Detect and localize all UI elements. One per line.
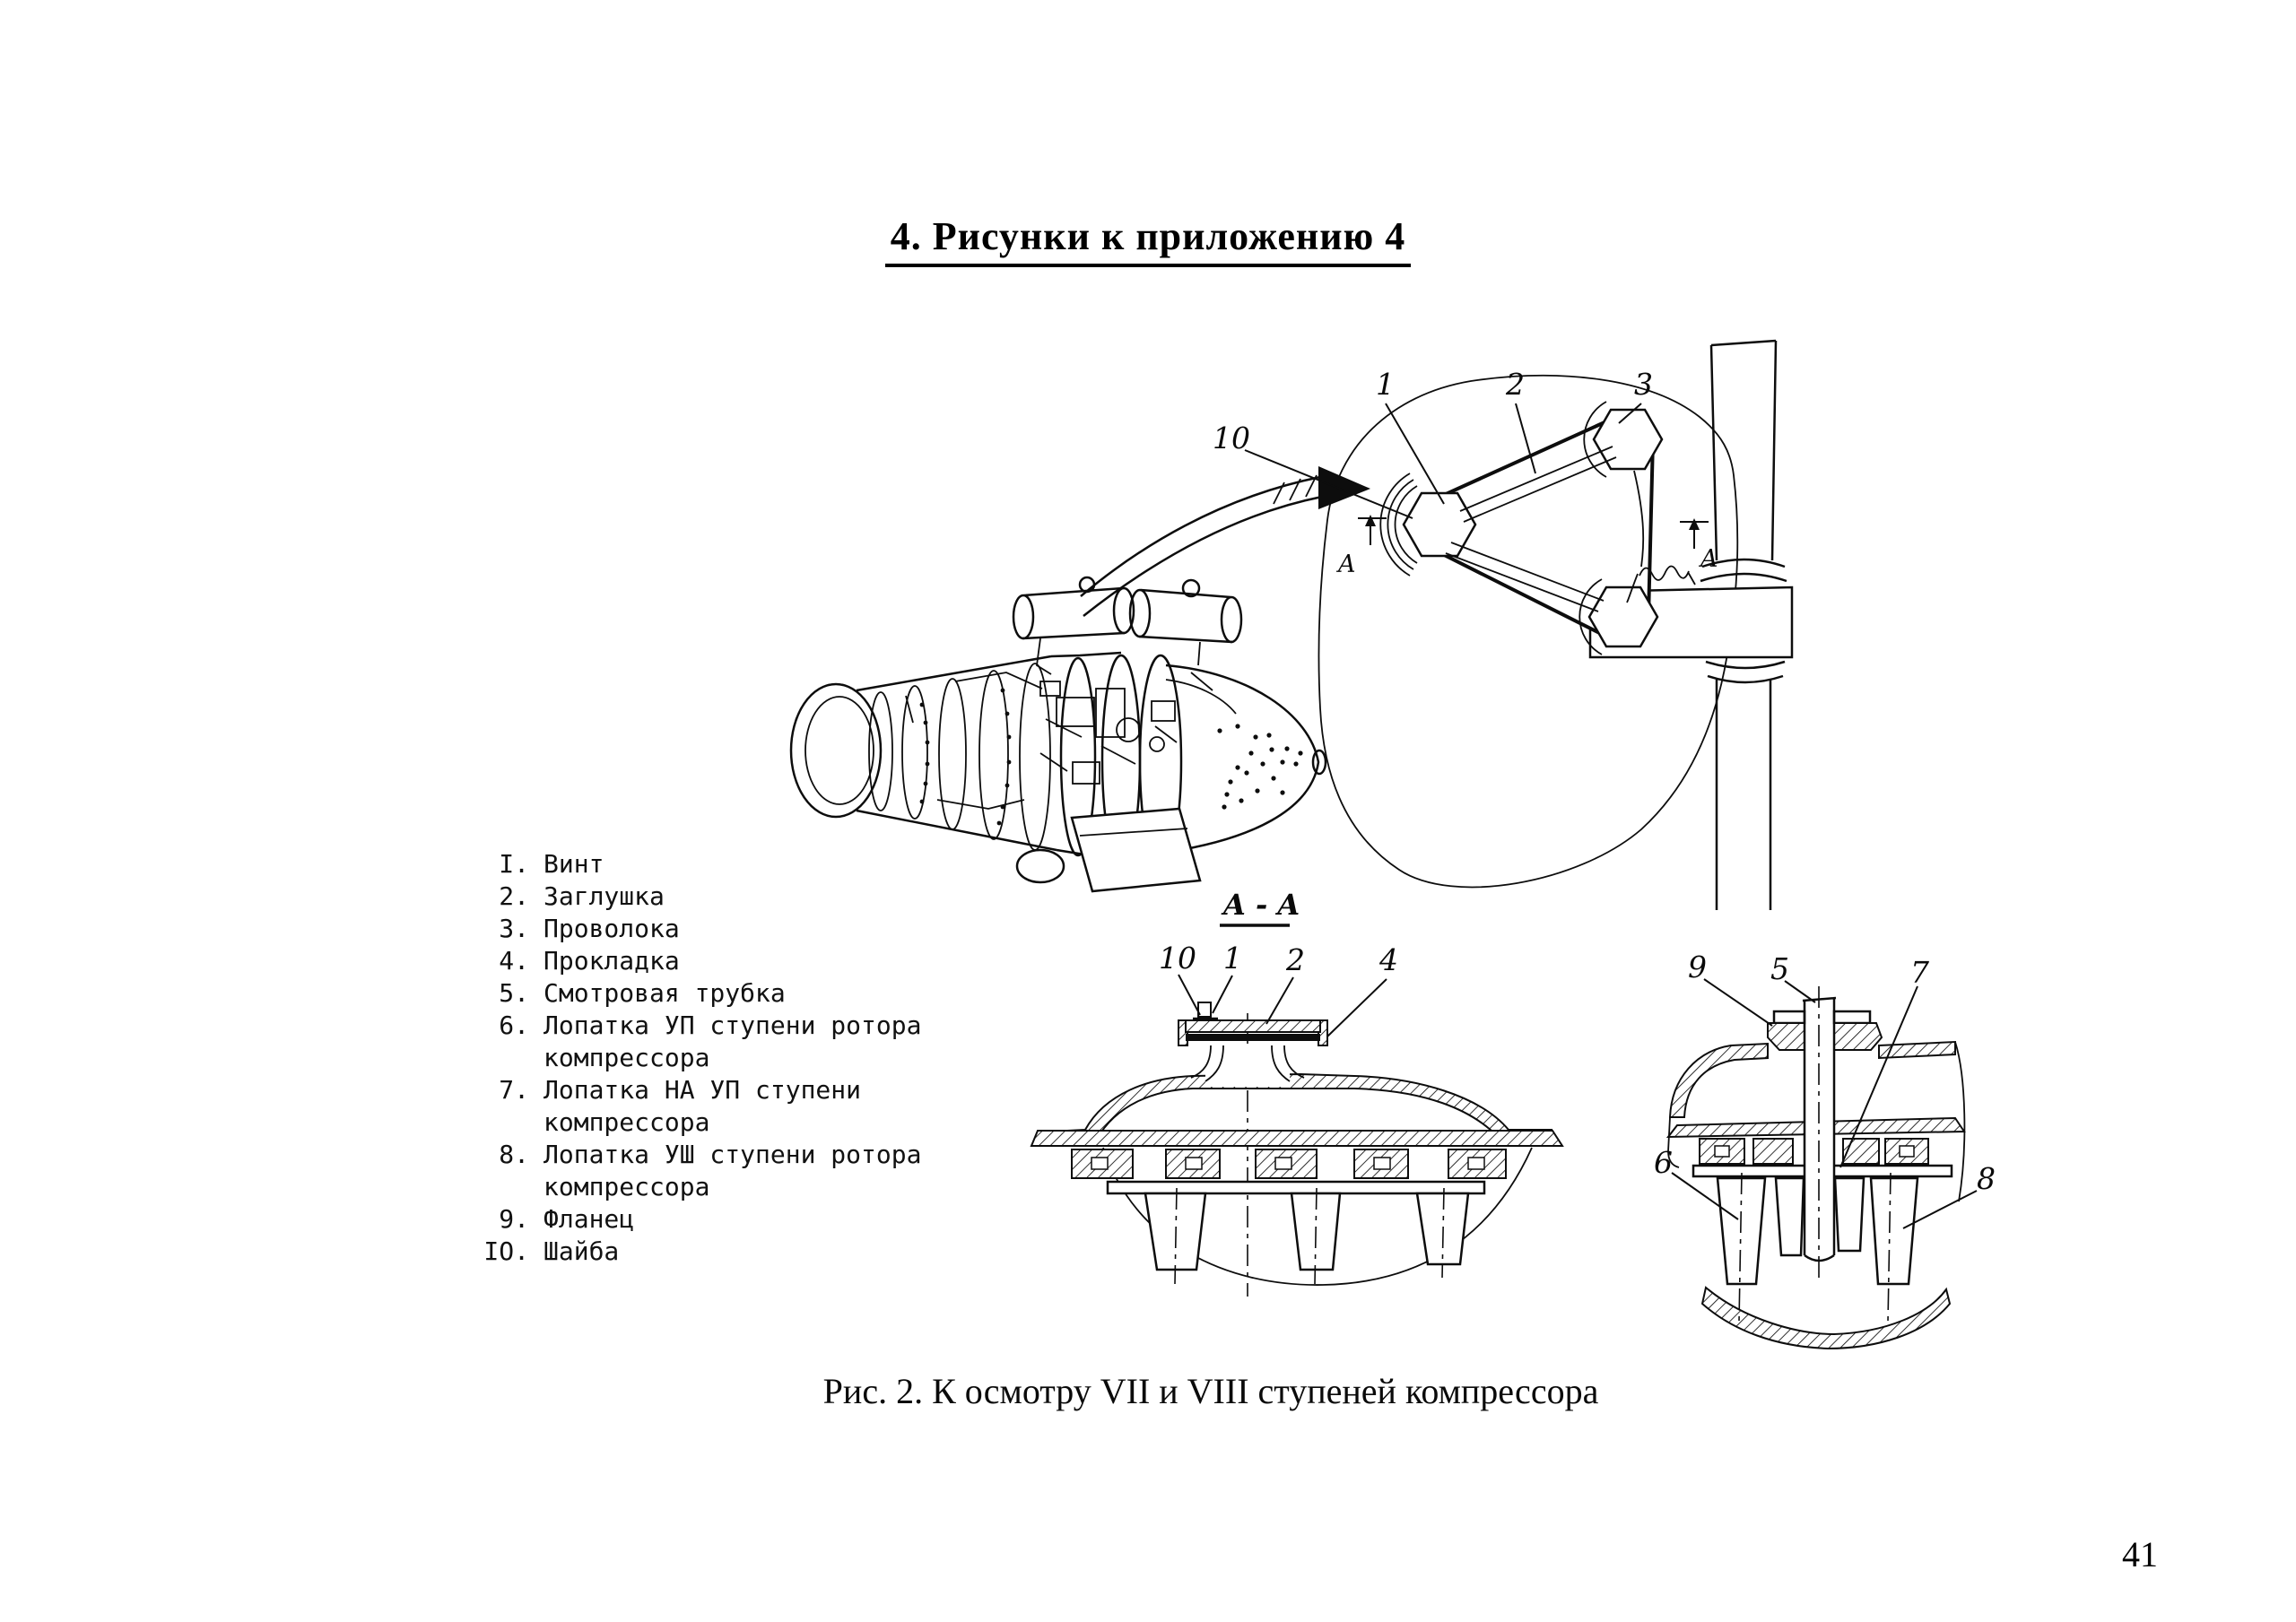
rotor-blades [1716, 1172, 1919, 1323]
callout-label: 2 [1505, 367, 1525, 402]
stages-section-svg: 9 5 7 6 8 [1654, 950, 1996, 1350]
legend-item-number: I. [499, 849, 529, 879]
engine-intake [789, 682, 883, 819]
wire-lock-detail-drawing: A A 1 2 3 10 [933, 332, 1883, 915]
callout-label: 1 [1376, 367, 1395, 402]
list-item: 7. Лопатка НА УП ступени компрессора [470, 1074, 935, 1139]
legend-item-number: 6. [499, 1010, 529, 1040]
legend-item-label: Смотровая трубка [544, 978, 786, 1008]
callout-label: 7 [1910, 955, 1929, 990]
legend-item-label: Шайба [544, 1236, 620, 1266]
legend-item-label: Лопатка УП ступени ротора компрессора [544, 1010, 922, 1072]
figure-caption: Рис. 2. К осмотру VII и VIII ступеней ко… [822, 1371, 1599, 1411]
legend-item-number: 3. [499, 914, 529, 943]
list-item: 5. Смотровая трубка [470, 977, 935, 1010]
bolt-left [1402, 491, 1477, 558]
legend-item-label: Винт [544, 849, 604, 879]
engine-drawing-svg [789, 576, 1327, 893]
parts-legend: I. Винт 2. Заглушка 3. Проволока 4. Прок… [470, 848, 935, 1268]
legend-item-number: 5. [499, 978, 529, 1008]
rivet-dots [919, 688, 1012, 826]
legend-item-label: Лопатка НА УП ступени компрессора [544, 1075, 862, 1137]
stages-section-drawing: 9 5 7 6 8 [1650, 932, 2072, 1354]
stator-row [1071, 1149, 1507, 1179]
callout-label: 10 [1159, 941, 1196, 976]
inspection-tube [1767, 986, 1883, 1280]
callout-label: 2 [1285, 942, 1305, 977]
callout-leaders [1671, 978, 1978, 1229]
legend-item-number: 7. [499, 1075, 529, 1105]
bolt-bottom [1587, 585, 1659, 648]
washer-arcs [1379, 401, 1607, 655]
legend-item-number: 2. [499, 881, 529, 911]
callout-label: 9 [1688, 950, 1707, 984]
drain-pipe [1700, 339, 1787, 583]
legend-item-number: 9. [499, 1204, 529, 1234]
callout-label: 4 [1378, 942, 1398, 977]
legend-item-number: IO. [483, 1236, 529, 1266]
page-header: 4. Рисунки к приложению 4 [0, 213, 2296, 267]
casing-elbow [1668, 1042, 1769, 1118]
list-item: 2. Заглушка [470, 880, 935, 913]
list-item: 4. Прокладка [470, 945, 935, 977]
page-number: 41 [2122, 1534, 2158, 1574]
list-item: IO. Шайба [470, 1236, 935, 1268]
legend-item-label: Проволока [544, 914, 680, 943]
callout-label: 3 [1634, 367, 1653, 402]
section-marker-left-label: A [1335, 551, 1356, 578]
cone-dots [1217, 724, 1303, 810]
legend-item-label: Заглушка [544, 881, 665, 911]
section-aa-svg: A - A [1030, 888, 1564, 1297]
legend-item-label: Фланец [544, 1204, 635, 1234]
pointer-arrow [1080, 466, 1370, 617]
section-marker-right-label: A [1698, 545, 1718, 573]
callout-label: 5 [1770, 951, 1789, 986]
callout-leaders [1178, 974, 1387, 1037]
rotor-rim [1700, 1286, 1952, 1350]
casing-top-band [1878, 1040, 1956, 1060]
rotor-blades [1144, 1187, 1470, 1285]
gasket [1186, 1034, 1320, 1041]
wire-lock-detail-svg: A A 1 2 3 10 [1080, 339, 1794, 910]
tube-flange-right [1833, 1022, 1883, 1051]
callout-label: 8 [1977, 1161, 1996, 1196]
engine-detail-lines [905, 672, 1213, 810]
section-aa-drawing: A - A [1030, 879, 1614, 1381]
flange-strip [1030, 1130, 1564, 1147]
list-item: 9. Фланец [470, 1203, 935, 1236]
callout-label: 1 [1223, 941, 1242, 976]
list-item: 8. Лопатка УШ ступени ротора компрессора [470, 1139, 935, 1203]
plug-plate [1185, 1019, 1321, 1033]
callout-label: 6 [1654, 1145, 1673, 1180]
list-item: I. Винт [470, 848, 935, 880]
exhaust-cone [1165, 664, 1320, 854]
callout-leaders [1244, 403, 1642, 519]
boss-neck [1190, 1045, 1305, 1082]
legend-item-number: 8. [499, 1140, 529, 1169]
list-item: 6. Лопатка УП ступени ротора компрессора [470, 1010, 935, 1074]
bracket-plate-inner [1416, 416, 1651, 640]
engine-drawing [771, 538, 1390, 915]
bolt-top-right [1592, 408, 1664, 471]
tube-flange-left [1767, 1022, 1805, 1051]
pipe-union [1705, 660, 1786, 910]
callout-label: 10 [1213, 421, 1250, 455]
inner-rail [1106, 1180, 1486, 1195]
screw [1193, 1002, 1218, 1020]
safety-wire [1445, 446, 1696, 612]
stator-row [1699, 1138, 1929, 1165]
legend-item-label: Прокладка [544, 946, 680, 976]
rotor-rim [1102, 1147, 1533, 1286]
section-aa-label: A - A [1221, 888, 1300, 922]
section-marker-left: A [1335, 515, 1387, 578]
section-marker-right: A [1680, 518, 1718, 573]
legend-item-number: 4. [499, 946, 529, 976]
casing-fragment-outline [1318, 374, 1739, 889]
accessory-tank-1 [1022, 586, 1126, 640]
legend-item-label: Лопатка УШ ступени ротора компрессора [544, 1140, 922, 1201]
page-title: 4. Рисунки к приложению 4 [884, 213, 1412, 267]
list-item: 3. Проволока [470, 913, 935, 945]
